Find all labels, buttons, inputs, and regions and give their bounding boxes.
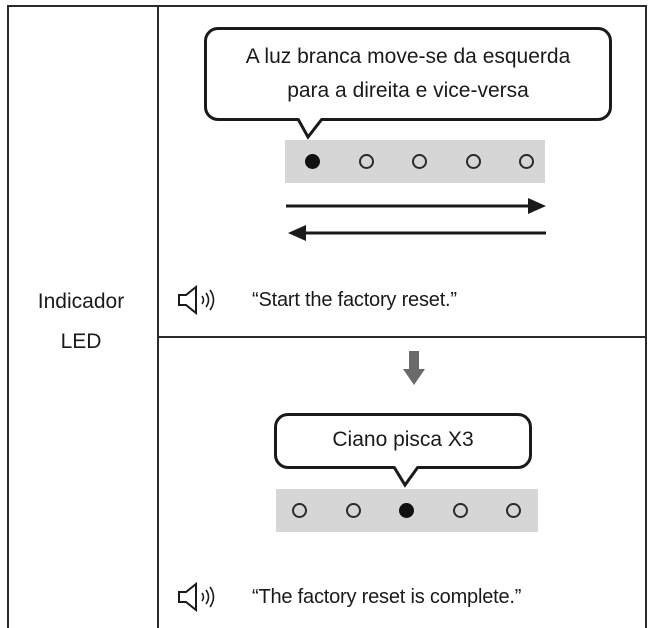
led-off [519, 154, 534, 169]
led-indicator-label: Indicador LED [8, 282, 154, 362]
table-border-left [7, 5, 9, 628]
speech-bubble-moving-light: A luz branca move-se da esquerda para a … [204, 27, 612, 121]
bubble-text-line-1: A luz branca move-se da esquerda [245, 45, 571, 68]
speaker-icon [178, 582, 215, 612]
voice-prompt-complete: “The factory reset is complete.” [176, 582, 521, 612]
bubble-text: Ciano pisca X3 [332, 428, 474, 451]
bubble-tail [392, 465, 420, 488]
led-off [358, 154, 374, 169]
led-off [345, 503, 361, 518]
led-off [412, 154, 427, 169]
speech-bubble-cyan-blink: Ciano pisca X3 [274, 413, 532, 469]
led-off [292, 503, 307, 518]
led-on [399, 503, 414, 518]
bubble-text-line-2: para a direita e vice-versa [287, 79, 529, 102]
label-line-1: Indicador [37, 290, 125, 313]
table-column-divider [157, 5, 159, 628]
led-strip [276, 489, 538, 532]
label-line-2: LED [60, 330, 102, 353]
speaker-icon [178, 285, 215, 315]
led-off [465, 154, 481, 169]
led-strip [285, 140, 545, 183]
led-off [506, 503, 521, 518]
voice-text-complete: “The factory reset is complete.” [252, 585, 522, 608]
arrow-down-icon [403, 351, 425, 385]
table-border-right [645, 5, 647, 628]
led-on [305, 154, 320, 169]
table-border-top [7, 5, 647, 7]
arrow-left-icon [288, 225, 546, 241]
bubble-tail [296, 117, 324, 140]
table-row-divider [157, 336, 647, 338]
led-off [452, 503, 468, 518]
arrow-right-icon [286, 198, 546, 214]
voice-prompt-start: “Start the factory reset.” [176, 285, 457, 315]
voice-text-start: “Start the factory reset.” [252, 288, 457, 311]
